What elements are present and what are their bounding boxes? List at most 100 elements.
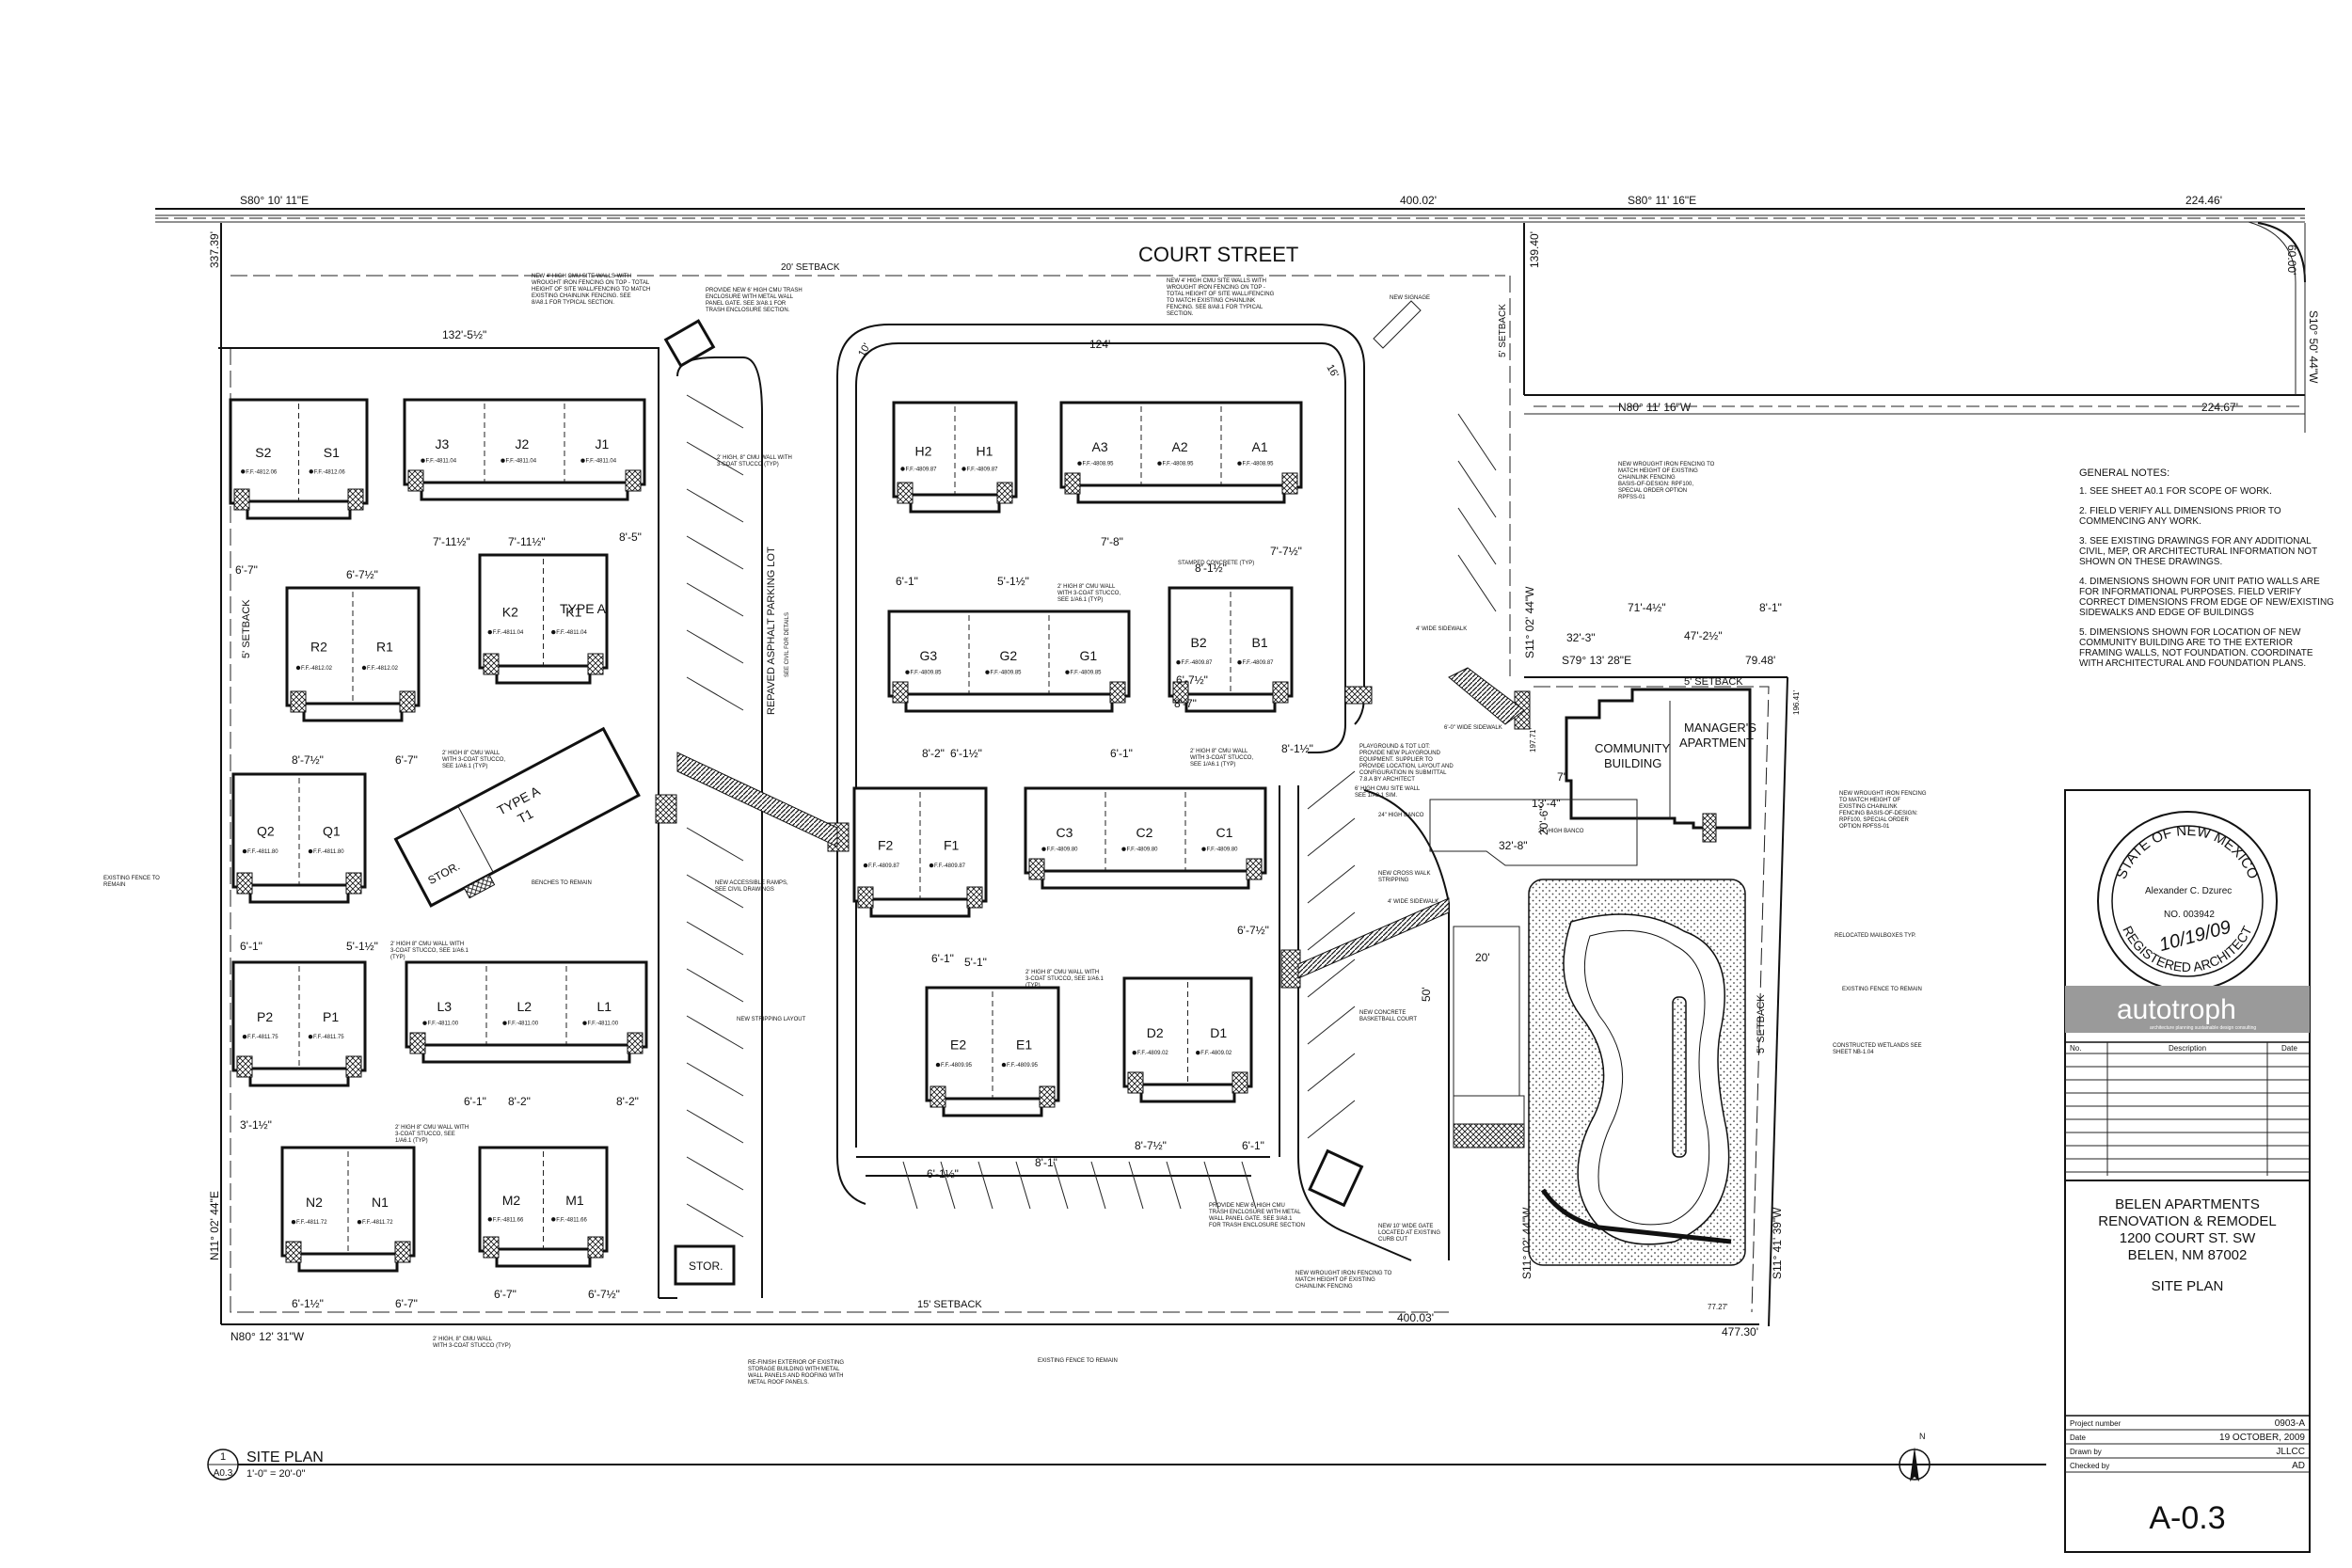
drawn-label: Drawn by — [2070, 1448, 2102, 1456]
project-line-3: 1200 COURT ST. SW — [2120, 1230, 2256, 1246]
bearing-vert-197: 197.71' — [1529, 728, 1537, 752]
seal-number: NO. 003942 — [2164, 910, 2215, 920]
unit-label: Q1 — [323, 823, 341, 838]
unit-label: D2 — [1147, 1025, 1164, 1040]
bearing-vert-196: 196.41' — [1792, 690, 1801, 715]
unit-ff: F.F.-4811.75 — [313, 1035, 344, 1040]
unit-label: N1 — [372, 1195, 389, 1210]
plan-note: STAMPED CONCRETE (TYP) — [1178, 561, 1254, 566]
bearing-top-mid: 400.02' — [1400, 194, 1437, 207]
unit-label: E2 — [950, 1037, 966, 1052]
parking-lot — [655, 300, 1531, 1298]
dimension-label: 6'-1" — [931, 952, 954, 965]
drawing-title: 1 A0.3 SITE PLAN 1'-0" = 20'-0" N — [207, 1432, 2046, 1481]
rev-col-desc: Description — [2169, 1044, 2206, 1053]
unit-label: E1 — [1016, 1037, 1032, 1052]
project-number-label: Project number — [2070, 1419, 2122, 1428]
firm-logo: autotroph — [2117, 994, 2236, 1025]
dimension-label: 8'-1½" — [1281, 742, 1313, 755]
dimension-label: 6'-1" — [1110, 747, 1133, 760]
bearings: S80° 10' 11"E 400.02' S80° 11' 16"E 224.… — [208, 194, 2320, 1343]
community-building: COMMUNITY BUILDING MANAGER'S APARTMENT — [1429, 688, 1756, 866]
unit-label: B2 — [1191, 635, 1207, 650]
unit-label: L2 — [517, 999, 532, 1014]
sheet-number: A-0.3 — [2149, 1500, 2225, 1536]
unit-ff: F.F.-4811.04 — [556, 630, 587, 636]
general-notes: GENERAL NOTES: 1. SEE SHEET A0.1 FOR SCO… — [2079, 467, 2334, 669]
dim-132: 132'-5½" — [442, 328, 486, 341]
unit-label: S2 — [255, 445, 271, 460]
unit-block: C3F.F.-4809.80C2F.F.-4809.80C1F.F.-4809.… — [1024, 786, 1267, 890]
dimension-label: 6'-7½" — [1237, 924, 1269, 937]
plan-note: NEW ACCESSIBLE RAMPS,SEE CIVIL DRAWINGS — [715, 880, 788, 893]
dim-8a: 8'-1" — [1759, 601, 1782, 614]
dimension-label: 8'-7½" — [292, 753, 324, 767]
unit-ff: F.F.-4811.04 — [586, 459, 617, 465]
dim-10: 10' — [856, 341, 873, 358]
unit-label: H1 — [977, 443, 993, 458]
drawing-scale: 1'-0" = 20'-0" — [246, 1468, 306, 1480]
setback-20: 20' SETBACK — [781, 262, 840, 273]
unit-ff: F.F.-4811.04 — [426, 459, 457, 465]
parking-lot-label: REPAVED ASPHALT PARKING LOT — [766, 546, 777, 715]
unit-label: M1 — [565, 1193, 584, 1208]
unit-label: J2 — [516, 436, 530, 451]
unit-label: J1 — [596, 436, 610, 451]
dimension-label: 8'-7" — [1174, 697, 1197, 710]
plan-note: EXISTING FENCE TO REMAIN — [1038, 1358, 1118, 1364]
drawing-title-text: SITE PLAN — [246, 1449, 324, 1465]
dimension-label: 6'-7½" — [588, 1288, 620, 1301]
unit-block: A3F.F.-4808.95A2F.F.-4808.95A1F.F.-4808.… — [1059, 401, 1303, 504]
firm-tagline: architecture planning sustainable design… — [2150, 1025, 2256, 1031]
bearing-right-vert: S10° 50' 44"W — [2307, 310, 2320, 384]
unit-label: L3 — [437, 999, 453, 1014]
unit-ff: F.F.-4809.80 — [1127, 847, 1159, 853]
checked-label: Checked by — [2070, 1462, 2109, 1470]
dimension-label: 3'-1½" — [240, 1118, 272, 1132]
unit-label: F2 — [878, 837, 894, 852]
rev-col-date: Date — [2281, 1044, 2297, 1053]
general-note-item: 1. SEE SHEET A0.1 FOR SCOPE OF WORK. — [2079, 486, 2272, 497]
unit-ff: F.F.-4809.80 — [1047, 847, 1079, 853]
dim-32b: 32'-8" — [1499, 839, 1528, 852]
unit-label: A2 — [1172, 439, 1188, 454]
architect-seal: STATE OF NEW MEXICO REGISTERED ARCHITECT… — [2097, 811, 2278, 991]
dimension-label: 8'-2" — [508, 1095, 531, 1108]
plan-note: 24" HIGH BANCO — [1378, 813, 1424, 818]
dimension-label: 5'-1½" — [346, 940, 378, 953]
dimension-label: 7'-11½" — [508, 535, 546, 548]
unit-ff: F.F.-4809.85 — [1071, 671, 1103, 676]
bearing-left-vert: 337.39' — [208, 231, 221, 268]
bearing-left-side: N11° 02' 44"E — [208, 1191, 221, 1260]
dimension-label: 6'-7½" — [1176, 673, 1208, 687]
manager-label-1: MANAGER'S — [1684, 721, 1756, 735]
unit-ff: F.F.-4808.95 — [1163, 462, 1195, 467]
unit-block: L3F.F.-4811.00L2F.F.-4811.00L1F.F.-4811.… — [405, 960, 648, 1064]
unit-ff: F.F.-4809.87 — [967, 467, 999, 473]
project-line-2: RENOVATION & REMODEL — [2098, 1213, 2276, 1229]
bearing-top-left: S80° 10' 11"E — [240, 194, 309, 207]
dim-16: 16' — [1324, 363, 1341, 380]
dim-20b: 20'-6" — [1537, 806, 1550, 835]
unit-ff: F.F.-4809.85 — [991, 671, 1023, 676]
bearing-top-far: 224.46' — [2185, 194, 2222, 207]
unit-ff: F.F.-4811.75 — [247, 1035, 278, 1040]
general-note-item: 4. DIMENSIONS SHOWN FOR UNIT PATIO WALLS… — [2079, 577, 2334, 618]
unit-block: G3F.F.-4809.85G2F.F.-4809.85G1F.F.-4809.… — [887, 610, 1131, 713]
unit-label: F1 — [944, 837, 960, 852]
